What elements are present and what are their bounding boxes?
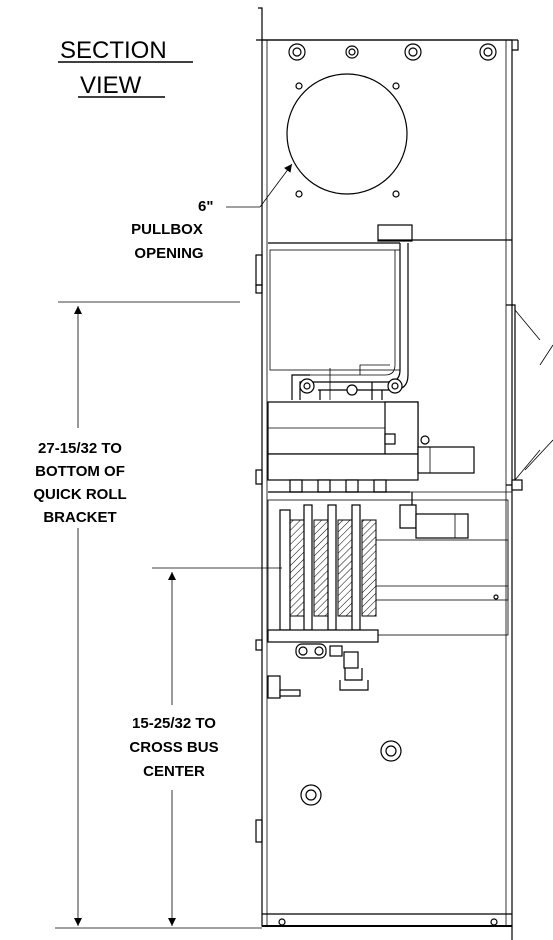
- section-view-title: SECTION VIEW: [58, 37, 193, 99]
- title-line1: SECTION: [60, 37, 167, 64]
- cross-bus-label-line2: CROSS BUS: [129, 739, 218, 756]
- dimension-quick-roll: 27-15/32 TO BOTTOM OF QUICK ROLL BRACKET: [33, 301, 240, 926]
- pullbox-label-line2: PULLBOX: [131, 221, 203, 238]
- pullbox-label-line3: OPENING: [134, 245, 203, 262]
- quick-roll-label-line1: 27-15/32 TO: [38, 440, 122, 457]
- quick-roll-label-line4: BRACKET: [43, 509, 116, 526]
- pullbox-label-line1: 6": [198, 198, 213, 215]
- bus-stabs: [267, 479, 512, 636]
- upper-bus-riser: [268, 224, 512, 400]
- breaker-block: [267, 401, 475, 481]
- right-side-bracket: [506, 304, 553, 491]
- dimension-cross-bus: 15-25/32 TO CROSS BUS CENTER: [129, 567, 282, 926]
- quick-roll-label-line3: QUICK ROLL: [33, 486, 126, 503]
- title-line2: VIEW: [80, 72, 142, 99]
- pullbox-callout: 6" PULLBOX OPENING: [131, 163, 293, 262]
- cross-bus-label-line3: CENTER: [143, 763, 205, 780]
- pullbox-opening: [286, 73, 408, 198]
- bottom-plate-holes: [278, 740, 498, 926]
- lower-connector: [267, 629, 379, 699]
- top-mounting-holes: [288, 43, 497, 61]
- cross-bus-label-line1: 15-25/32 TO: [132, 715, 216, 732]
- quick-roll-label-line2: BOTTOM OF: [35, 463, 125, 480]
